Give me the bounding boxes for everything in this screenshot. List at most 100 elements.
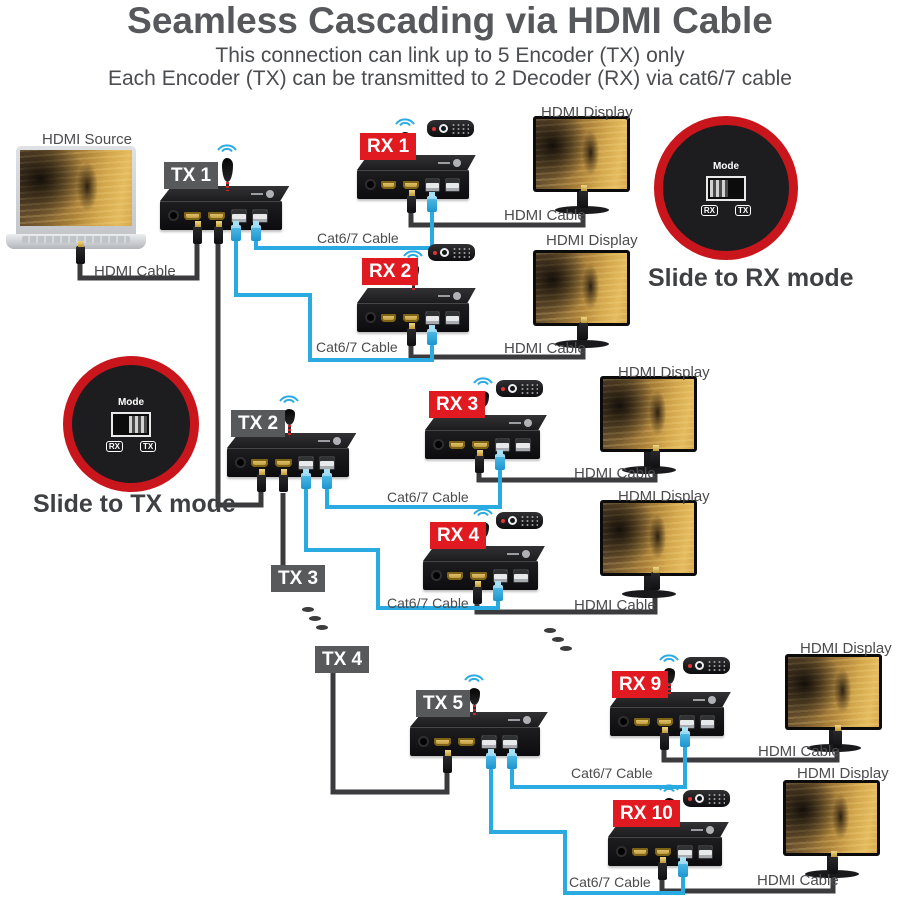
switch-knob: [129, 415, 147, 433]
brand-logo: [438, 292, 462, 300]
hdmi-port: [184, 211, 201, 220]
monitor-screen: [785, 654, 882, 730]
cat-cable-label: Cat6/7 Cable: [571, 765, 653, 781]
rj45-port: [698, 845, 713, 858]
remote-nav-ring: [695, 794, 704, 803]
cat-cable-tx2-rx4: [304, 486, 500, 610]
page-title: Seamless Cascading via HDMI Cable: [127, 0, 773, 41]
ir-antenna-tx1: [214, 138, 240, 191]
rx-option-label: RX: [105, 440, 123, 452]
hdmi-port: [275, 458, 292, 467]
wifi-signal-icon: [395, 118, 415, 127]
ir-cable: [411, 280, 415, 292]
ir-cable: [225, 182, 229, 191]
badge-rx10: RX 10: [613, 800, 680, 827]
rj45-plug: [427, 192, 437, 212]
rj45-port: [678, 845, 692, 858]
brand-logo: [438, 159, 462, 167]
hdmi-plug: [579, 185, 588, 208]
badge-tx2: TX 2: [231, 410, 286, 437]
remote-nav-ring: [439, 124, 448, 133]
remote-power-button: [501, 386, 505, 391]
monitor-base: [806, 744, 861, 752]
brand-logo: [508, 716, 532, 724]
brand-logo: [507, 550, 531, 558]
remote-keypad: [520, 383, 538, 394]
remote-power-button: [688, 796, 692, 801]
rj45-port: [253, 209, 267, 222]
badge-rx9: RX 9: [612, 671, 669, 698]
wifi-signal-icon: [659, 784, 679, 793]
hdmi-plug: [829, 851, 838, 874]
device-top-face: [357, 288, 476, 303]
rj45-plug: [486, 749, 496, 769]
rj45-port: [446, 178, 459, 191]
hdmi-display-label: HDMI Display: [618, 488, 710, 505]
remote-power-button: [501, 518, 505, 523]
hdmi-port: [654, 847, 672, 856]
monitor-base: [621, 466, 676, 474]
wifi-signal-icon: [217, 144, 237, 153]
rj45-plug: [231, 221, 241, 241]
rx-option-label: RX: [700, 204, 718, 216]
tx2-device: [227, 433, 357, 477]
monitor-photo: [536, 253, 627, 323]
ir-receiver-icon: [221, 158, 233, 182]
remote-keypad: [520, 515, 538, 526]
rj45-plug: [251, 221, 261, 241]
hdmi-plug: [473, 581, 482, 604]
rj45-port: [495, 438, 510, 451]
badge-tx1: TX 1: [164, 162, 219, 189]
subtitle-line-2: Each Encoder (TX) can be transmitted to …: [108, 67, 792, 90]
hdmi-display-label: HDMI Display: [546, 232, 638, 249]
hdmi-source-label: HDMI Source: [42, 131, 133, 148]
remote-control: [496, 512, 543, 529]
hdmi-display-label: HDMI Display: [800, 640, 892, 657]
hdmi-port: [434, 737, 451, 746]
remote-keypad: [451, 123, 469, 134]
tx-mode-callout: Mode RX TX: [63, 356, 199, 492]
remote-keypad: [707, 660, 725, 671]
monitor-base: [554, 206, 609, 214]
ir-cable: [472, 705, 476, 717]
mode-switch-label: Mode: [117, 396, 145, 408]
rj45-port: [680, 715, 694, 728]
tx5-device: [410, 712, 548, 756]
power-port: [367, 181, 374, 188]
rj45-port: [493, 569, 508, 582]
rj45-port: [514, 569, 528, 582]
badge-rx1: RX 1: [360, 133, 417, 160]
rj45-plug: [301, 469, 311, 489]
hdmi-plug: [257, 469, 266, 492]
wifi-signal-icon: [403, 250, 423, 259]
badge-rx3: RX 3: [429, 391, 486, 418]
device-ports: [410, 727, 540, 756]
device-top-face: [423, 546, 545, 561]
rx-mode-callout: Mode RX TX: [654, 116, 798, 260]
wifi-signal-icon: [279, 395, 299, 404]
cat-cable-label: Cat6/7 Cable: [387, 489, 469, 505]
hdmi-cable-laptop-tx1: [77, 232, 200, 281]
rj45-plug: [322, 469, 332, 489]
monitor-photo: [536, 119, 627, 189]
brand-logo: [250, 190, 274, 198]
brand-logo: [691, 826, 715, 834]
hdmi-port: [380, 180, 397, 189]
tx-option-label: TX: [139, 440, 157, 452]
hdmi-plug: [475, 450, 484, 473]
wifi-signal-icon: [473, 377, 493, 386]
monitor-base: [621, 590, 676, 598]
hdmi-port: [403, 180, 420, 189]
rj45-port: [320, 456, 334, 469]
hdmi-plug: [76, 241, 85, 264]
rj45-port: [700, 715, 715, 728]
ellipsis-dot: [302, 607, 314, 612]
slide-to-rx-text: Slide to RX mode: [648, 264, 854, 292]
hdmi-port: [446, 571, 464, 580]
mode-switch: [111, 411, 151, 437]
monitor-screen: [783, 780, 880, 856]
power-port: [433, 572, 440, 579]
hdmi-cable-rx10-display: [659, 866, 836, 894]
rj45-plug: [680, 727, 690, 747]
power-port: [237, 459, 244, 466]
